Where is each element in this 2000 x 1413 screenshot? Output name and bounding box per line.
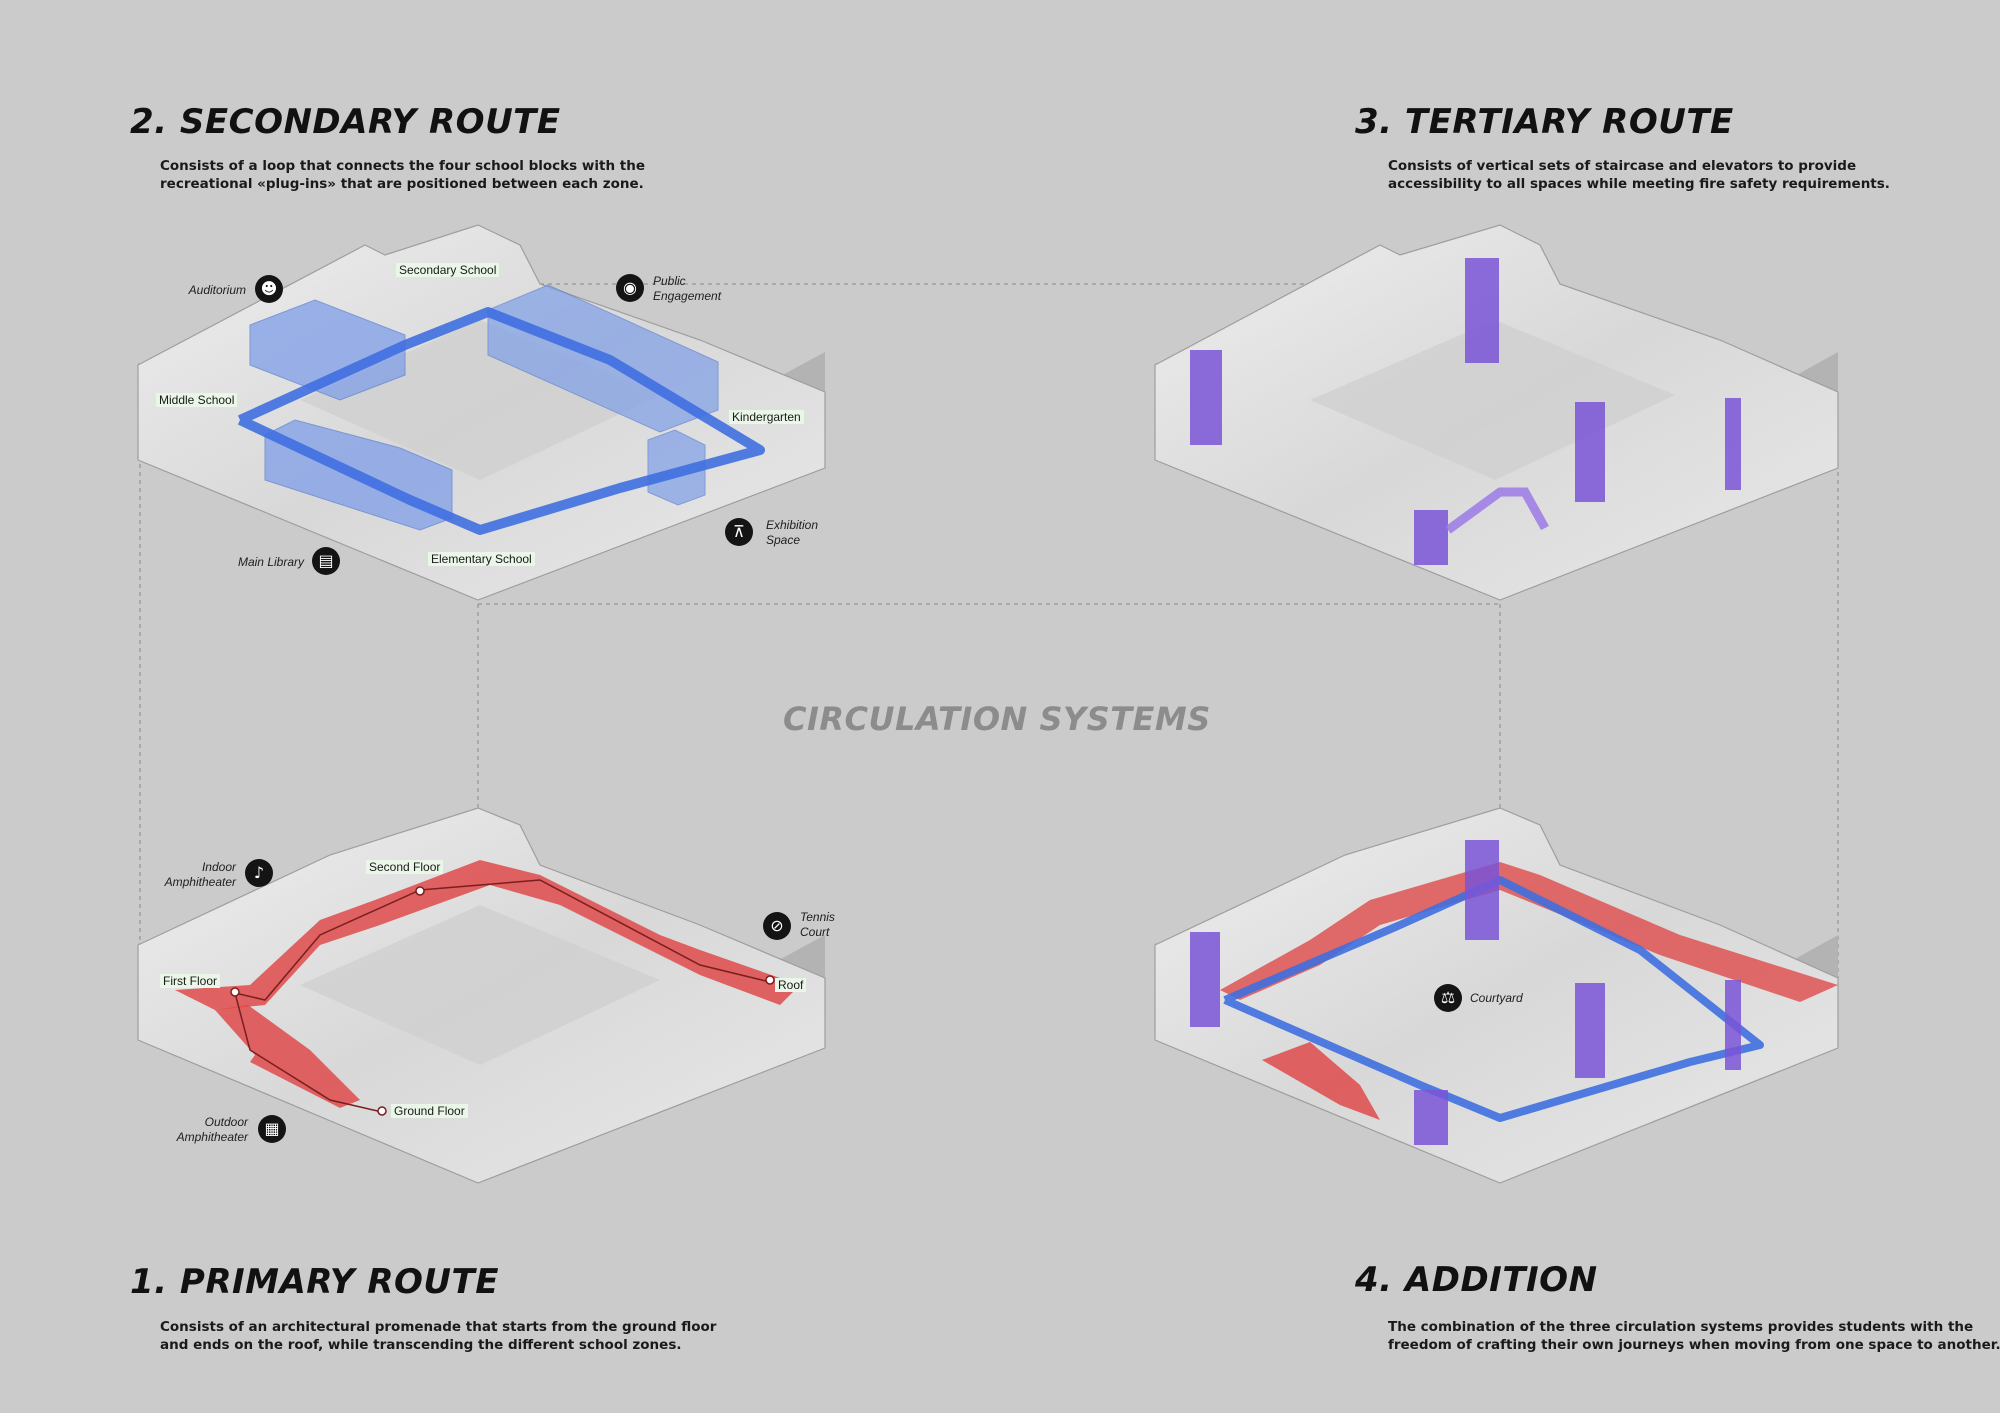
circulation-systems-title: CIRCULATION SYSTEMS [783, 700, 1211, 738]
tertiary-route-description-line2: accessibility to all spaces while meetin… [1388, 176, 1890, 192]
vertical-core [1575, 983, 1605, 1078]
vertical-core [1414, 510, 1448, 565]
building-inner-court [1310, 320, 1675, 480]
primary-route-description-line1: Consists of an architectural promenade t… [160, 1319, 717, 1335]
poi-label-exhibition-line1: Exhibition [766, 518, 819, 532]
floor-marker-first [230, 987, 240, 997]
poi-label-indoor-amphitheater-line2: Amphitheater [164, 875, 236, 889]
primary-route-title: 1. PRIMARY ROUTE [130, 1262, 499, 1302]
zone-label-secondary-school: Secondary School [396, 263, 500, 277]
poi-label-outdoor-amphitheater-line2: Amphitheater [176, 1130, 248, 1144]
poi-label-tennis-court-line2: Court [800, 925, 830, 939]
vertical-core [1465, 258, 1499, 363]
poi-label-exhibition-line2: Space [766, 533, 801, 547]
tertiary-route-description-line1: Consists of vertical sets of staircase a… [1388, 158, 1857, 174]
easel-icon: ⊼ [725, 518, 753, 546]
floor-marker-roof [765, 975, 775, 985]
poi-label-courtyard: Courtyard [1470, 991, 1523, 1005]
vertical-core [1190, 932, 1220, 1027]
secondary-route-description-line1: Consists of a loop that connects the fou… [160, 158, 645, 174]
guitar-icon: ♪ [245, 859, 273, 887]
building-tertiary-route [1154, 224, 1839, 601]
plugin-block [249, 299, 406, 401]
vertical-core [1190, 350, 1222, 445]
poi-label-auditorium: Auditorium [188, 283, 246, 297]
building-primary-route [137, 807, 826, 1184]
poi-label-indoor-amphitheater-line1: Indoor [201, 860, 236, 874]
building-addition [1154, 807, 1839, 1184]
secondary-route-description-line2: recreational «plug-ins» that are positio… [160, 176, 644, 192]
stair-ramp [1445, 487, 1549, 534]
vertical-core [1465, 840, 1499, 940]
addition-description-line1: The combination of the three circulation… [1388, 1319, 1974, 1335]
vertical-core [1725, 980, 1741, 1070]
poi-label-public-engagement-line1: Public [653, 274, 686, 288]
theater-masks-icon: ☻ [255, 275, 283, 303]
floor-label-second-floor: Second Floor [366, 860, 444, 874]
zone-label-middle-school: Middle School [156, 393, 238, 407]
library-icon: ▤ [312, 547, 340, 575]
secondary-route-title: 2. SECONDARY ROUTE [130, 102, 561, 142]
vertical-core [1575, 402, 1605, 502]
primary-promenade-ramp [1220, 862, 1838, 1002]
poi-label-outdoor-amphitheater-line1: Outdoor [204, 1115, 248, 1129]
film-strip-icon: ▦ [258, 1115, 286, 1143]
vertical-core [1414, 1090, 1448, 1145]
floor-label-roof: Roof [775, 978, 807, 992]
floor-label-ground-floor: Ground Floor [391, 1104, 468, 1118]
vertical-core [1725, 398, 1741, 490]
primary-route-path [234, 992, 383, 1113]
primary-promenade-ramp [1262, 1042, 1380, 1120]
zone-label-elementary-school: Elementary School [428, 552, 535, 566]
poi-label-tennis-court-line1: Tennis [800, 910, 835, 924]
primary-promenade-ramp [215, 1005, 360, 1108]
secondary-loop-route [237, 307, 765, 535]
seesaw-icon: ⚖ [1434, 984, 1462, 1012]
building-inner-court [300, 905, 660, 1065]
zone-label-kindergarten: Kindergarten [729, 410, 804, 424]
floor-label-first-floor: First Floor [160, 974, 220, 988]
poi-label-public-engagement-line2: Engagement [653, 289, 722, 303]
addition-title: 4. ADDITION [1355, 1260, 1598, 1300]
poi-label-main-library: Main Library [237, 555, 304, 569]
primary-route-description-line2: and ends on the roof, while transcending… [160, 1337, 682, 1353]
floor-markers [230, 886, 775, 1116]
addition-description-line2: freedom of crafting their own journeys w… [1388, 1337, 2000, 1353]
tertiary-route-title: 3. TERTIARY ROUTE [1355, 102, 1734, 142]
floor-marker-ground [377, 1106, 387, 1116]
building-secondary-route [137, 224, 826, 601]
basketball-icon: ◉ [616, 274, 644, 302]
tennis-racket-icon: ⊘ [763, 912, 791, 940]
floor-marker-second [415, 886, 425, 896]
